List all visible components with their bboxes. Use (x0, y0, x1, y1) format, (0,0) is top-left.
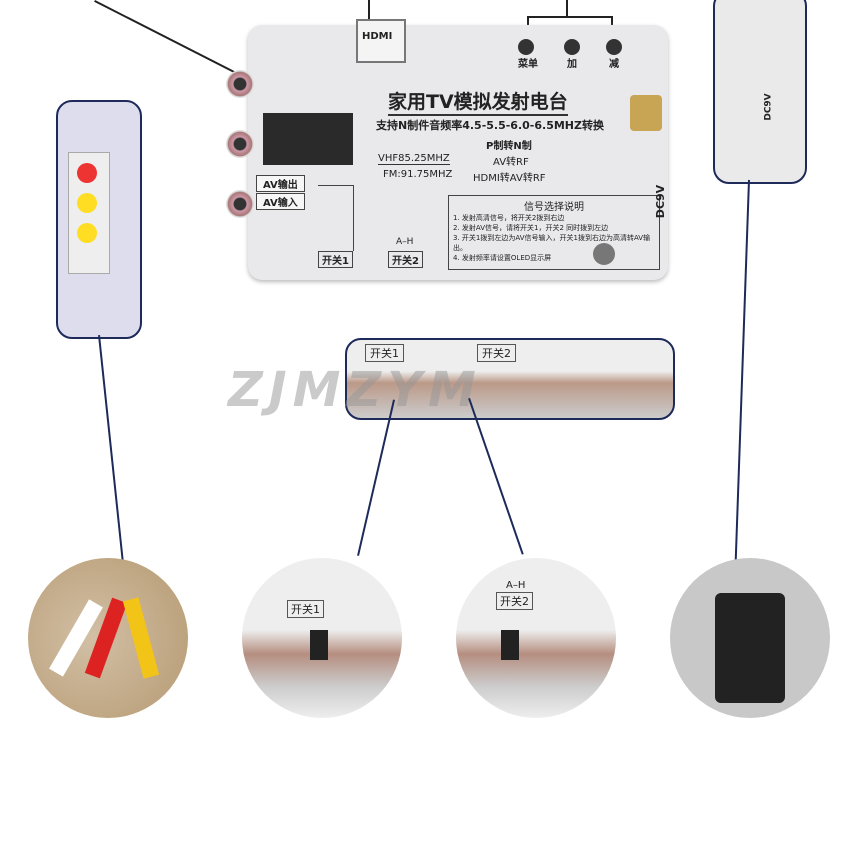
dc-label: DC9V (654, 184, 668, 219)
rca-jack (226, 130, 254, 158)
rca-jack (226, 70, 254, 98)
detail-switch1: 开关1 (365, 344, 404, 362)
photo-switch2-label: 开关2 (496, 592, 533, 610)
switch-knob (310, 630, 328, 660)
mode-text: P制转N制 (486, 141, 532, 152)
av-out-label: AV输出 (256, 175, 305, 192)
dc-inset: DC9V (713, 0, 807, 184)
signal-guide-box: 信号选择说明 1. 发射高清信号，将开关2拨到右边 2. 发射AV信号，请将开关… (448, 195, 660, 270)
pointer-line (734, 179, 750, 560)
rca-panel (68, 152, 110, 274)
watermark: ZJMZYM (228, 362, 482, 418)
switch-detail-strip: 开关1 开关2 (345, 338, 675, 420)
rca-jack (226, 190, 254, 218)
fm-frequency: FM:91.75MHZ (383, 169, 453, 180)
pointer-line (357, 399, 395, 556)
device-title: 家用TV模拟发射电台 (388, 87, 568, 116)
screw (593, 243, 615, 265)
detail-switch2: 开关2 (477, 344, 516, 362)
device-subtitle: 支持N制件音频率4.5-5.5-6.0-6.5MHZ转换 (376, 119, 604, 132)
dc-jack (715, 593, 785, 703)
pointer-line (468, 398, 524, 555)
oled-display (263, 113, 353, 165)
hdmi-label: HDMI (362, 31, 393, 42)
guide-item: 4. 发射频率请设置OLED显示屏 (453, 254, 552, 262)
diagram-line (318, 185, 354, 251)
menu-button[interactable]: 菜单 (518, 39, 538, 70)
hdmi-port: HDMI (356, 19, 406, 63)
antenna-connector (630, 95, 662, 131)
switch1-label: 开关1 (318, 251, 353, 268)
switch-knob (501, 630, 519, 660)
pointer-line (98, 335, 124, 562)
guide-item: 1. 发射高清信号，将开关2拨到右边 (453, 214, 565, 222)
mode-text: HDMI转AV转RF (473, 173, 546, 184)
guide-item: 2. 发射AV信号，请将开关1，开关2 同时拨到左边 (453, 224, 609, 232)
dc-inset-label: DC9V (763, 93, 774, 121)
switch2-photo: A–H 开关2 (456, 558, 616, 718)
pointer-line (566, 0, 568, 16)
vhf-frequency: VHF85.25MHZ (378, 153, 450, 165)
guide-title: 信号选择说明 (524, 202, 584, 213)
mode-text: AV转RF (493, 157, 529, 168)
dc-jack-photo (670, 558, 830, 718)
switch2-label: 开关2 (388, 251, 423, 268)
minus-button[interactable]: 减 (606, 39, 622, 70)
guide-item: 3. 开关1拨到左边为AV信号输入，开关1拨到右边为高清转AV输出。 (453, 234, 651, 252)
photo-switch1-label: 开关1 (287, 600, 324, 618)
range-label: A–H (396, 237, 414, 247)
switch1-photo: 开关1 (242, 558, 402, 718)
rca-inset (56, 100, 142, 339)
photo-range-label: A–H (506, 580, 526, 591)
transmitter-board: HDMI 菜单 加 减 家用TV模拟发射电台 支持N制件音频率4.5-5.5-6… (226, 19, 668, 280)
rca-cable-photo (28, 558, 188, 718)
av-in-label: AV输入 (256, 193, 305, 210)
plus-button[interactable]: 加 (564, 39, 580, 70)
